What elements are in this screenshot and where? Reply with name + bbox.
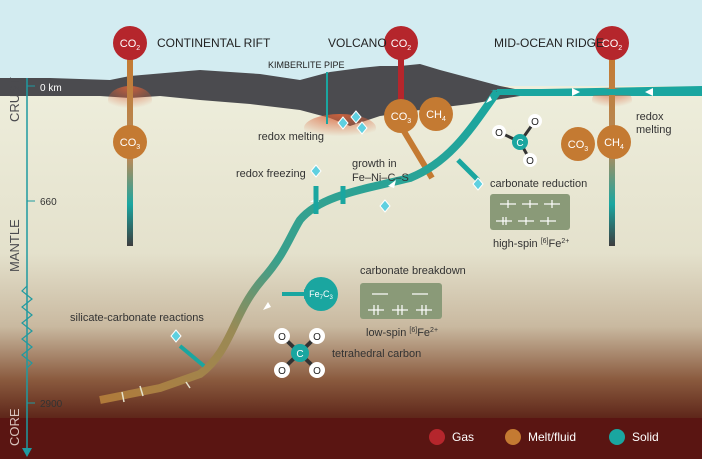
high-spin-diagram — [490, 194, 570, 230]
low-spin-label: low-spin [6]Fe2+ — [366, 327, 438, 339]
carbonate-reduction-branch — [456, 158, 480, 182]
legend-solid-swatch — [609, 429, 625, 445]
label-redox-melting: redox melting — [258, 131, 324, 143]
ch4-bubble-ridge: CH4 — [597, 125, 631, 159]
low-spin-diagram — [360, 283, 442, 319]
depth-label-2900: 2900 — [40, 399, 63, 410]
svg-text:O: O — [495, 128, 503, 139]
tetrahedral-carbon-molecule: O O O O C — [274, 328, 325, 378]
carbonate-molecule: O O O C — [492, 114, 542, 167]
subducting-slab — [99, 89, 501, 404]
svg-text:C: C — [516, 138, 523, 149]
legend-solid-label: Solid — [632, 430, 659, 444]
legend-gas-swatch — [429, 429, 445, 445]
diamond-icon — [356, 121, 368, 135]
label-growth-2: Fe–Ni–C–S — [352, 172, 409, 184]
diamond-icon — [379, 199, 391, 213]
fe7c3-solid: Fe7C3 — [304, 277, 338, 311]
diamond-icon — [337, 116, 349, 130]
svg-text:O: O — [313, 366, 321, 377]
legend-melt-label: Melt/fluid — [528, 430, 576, 444]
label-redox-freezing: redox freezing — [236, 168, 306, 180]
svg-text:CH4: CH4 — [426, 109, 446, 123]
svg-text:O: O — [531, 117, 539, 128]
label-redox-melting-right-2: melting — [636, 124, 671, 136]
svg-text:C: C — [296, 349, 303, 360]
legend-gas-label: Gas — [452, 430, 474, 444]
svg-text:CO2: CO2 — [602, 38, 623, 52]
svg-text:CO2: CO2 — [391, 38, 412, 52]
depth-label-660: 660 — [40, 197, 57, 208]
slab-flow-arrow — [645, 88, 653, 96]
svg-text:O: O — [526, 156, 534, 167]
co3-bubble-ridge: CO3 — [561, 127, 595, 161]
slab-seg-gap-2 — [139, 385, 144, 397]
label-carbonate-reduction: carbonate reduction — [490, 178, 587, 190]
ch4-bubble-volcano: CH4 — [419, 97, 453, 131]
depth-axis-arrow — [22, 448, 32, 457]
legend-melt-swatch — [505, 429, 521, 445]
label-volcano: VOLCANO — [328, 36, 387, 50]
diamond-icon — [310, 164, 322, 178]
legend: Gas Melt/fluid Solid — [429, 429, 659, 445]
svg-text:CH4: CH4 — [604, 137, 624, 151]
label-carbonate-breakdown: carbonate breakdown — [360, 265, 466, 277]
co3-bubble-volcano: CO3 — [384, 99, 418, 133]
label-redox-melting-right-1: redox — [636, 111, 664, 123]
label-continental-rift: CONTINENTAL RIFT — [157, 36, 271, 50]
svg-text:CO2: CO2 — [120, 38, 141, 52]
diamond-icon — [170, 329, 182, 343]
svg-text:CO3: CO3 — [568, 139, 589, 153]
svg-text:CO3: CO3 — [120, 137, 141, 151]
svg-text:CO3: CO3 — [391, 111, 412, 125]
co2-bubble-rift: CO2 — [113, 26, 147, 60]
slab-flow-arrow — [486, 96, 492, 103]
slab-flow-arrow — [263, 302, 271, 310]
slab-flow-arrow — [388, 180, 396, 188]
slab-seg-gap-3 — [121, 391, 125, 403]
label-silicate-carbonate: silicate-carbonate reactions — [70, 312, 204, 324]
core-region — [0, 418, 702, 459]
co3-bubble-rift: CO3 — [113, 125, 147, 159]
layer-label-mantle: MANTLE — [7, 219, 22, 272]
label-tetrahedral-carbon: tetrahedral carbon — [332, 348, 421, 360]
depth-label-0km: 0 km — [40, 83, 62, 94]
high-spin-label: high-spin [6]Fe2+ — [493, 238, 569, 250]
svg-text:O: O — [313, 332, 321, 343]
mantle-zigzag — [21, 285, 33, 369]
layer-label-core: CORE — [7, 408, 22, 446]
slab-flow-arrow — [572, 88, 580, 96]
co2-bubble-ridge: CO2 — [595, 26, 629, 60]
diamond-icon — [350, 110, 362, 124]
svg-text:Fe7C3: Fe7C3 — [309, 289, 333, 301]
svg-text:O: O — [278, 332, 286, 343]
slab-seg-gap-1 — [185, 381, 191, 389]
silicate-carbonate-branch — [178, 344, 206, 368]
diamond-icon — [472, 177, 484, 191]
volcano-pipe — [398, 56, 404, 116]
layer-label-crust: CRUST — [7, 77, 22, 122]
label-growth-1: growth in — [352, 158, 397, 170]
co2-bubble-volcano: CO2 — [384, 26, 418, 60]
label-kimberlite-pipe: KIMBERLITE PIPE — [268, 60, 345, 70]
label-mid-ocean-ridge: MID-OCEAN RIDGE — [494, 36, 604, 50]
svg-text:O: O — [278, 366, 286, 377]
